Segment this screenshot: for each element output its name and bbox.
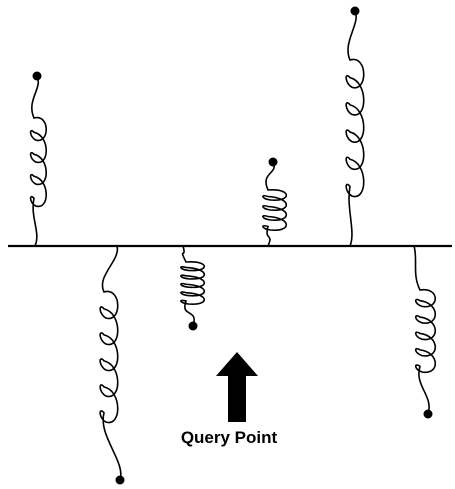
spring-down-center-tip xyxy=(188,321,198,331)
spring-down-center xyxy=(180,245,206,327)
spring-up-middle xyxy=(262,161,288,247)
spring-up-right xyxy=(345,10,365,247)
spring-up-right-tip xyxy=(350,6,360,16)
query-arrow xyxy=(216,352,258,422)
spring-down-left xyxy=(99,245,122,481)
springs-group xyxy=(29,6,437,485)
spring-down-right xyxy=(413,245,437,415)
spring-down-left-tip xyxy=(115,475,125,485)
spring-down-right-tip xyxy=(423,409,433,419)
spring-up-left-tip xyxy=(32,71,42,81)
spring-up-left xyxy=(29,75,47,247)
query-point-label: Query Point xyxy=(181,428,278,447)
spring-up-middle-tip xyxy=(268,157,278,167)
